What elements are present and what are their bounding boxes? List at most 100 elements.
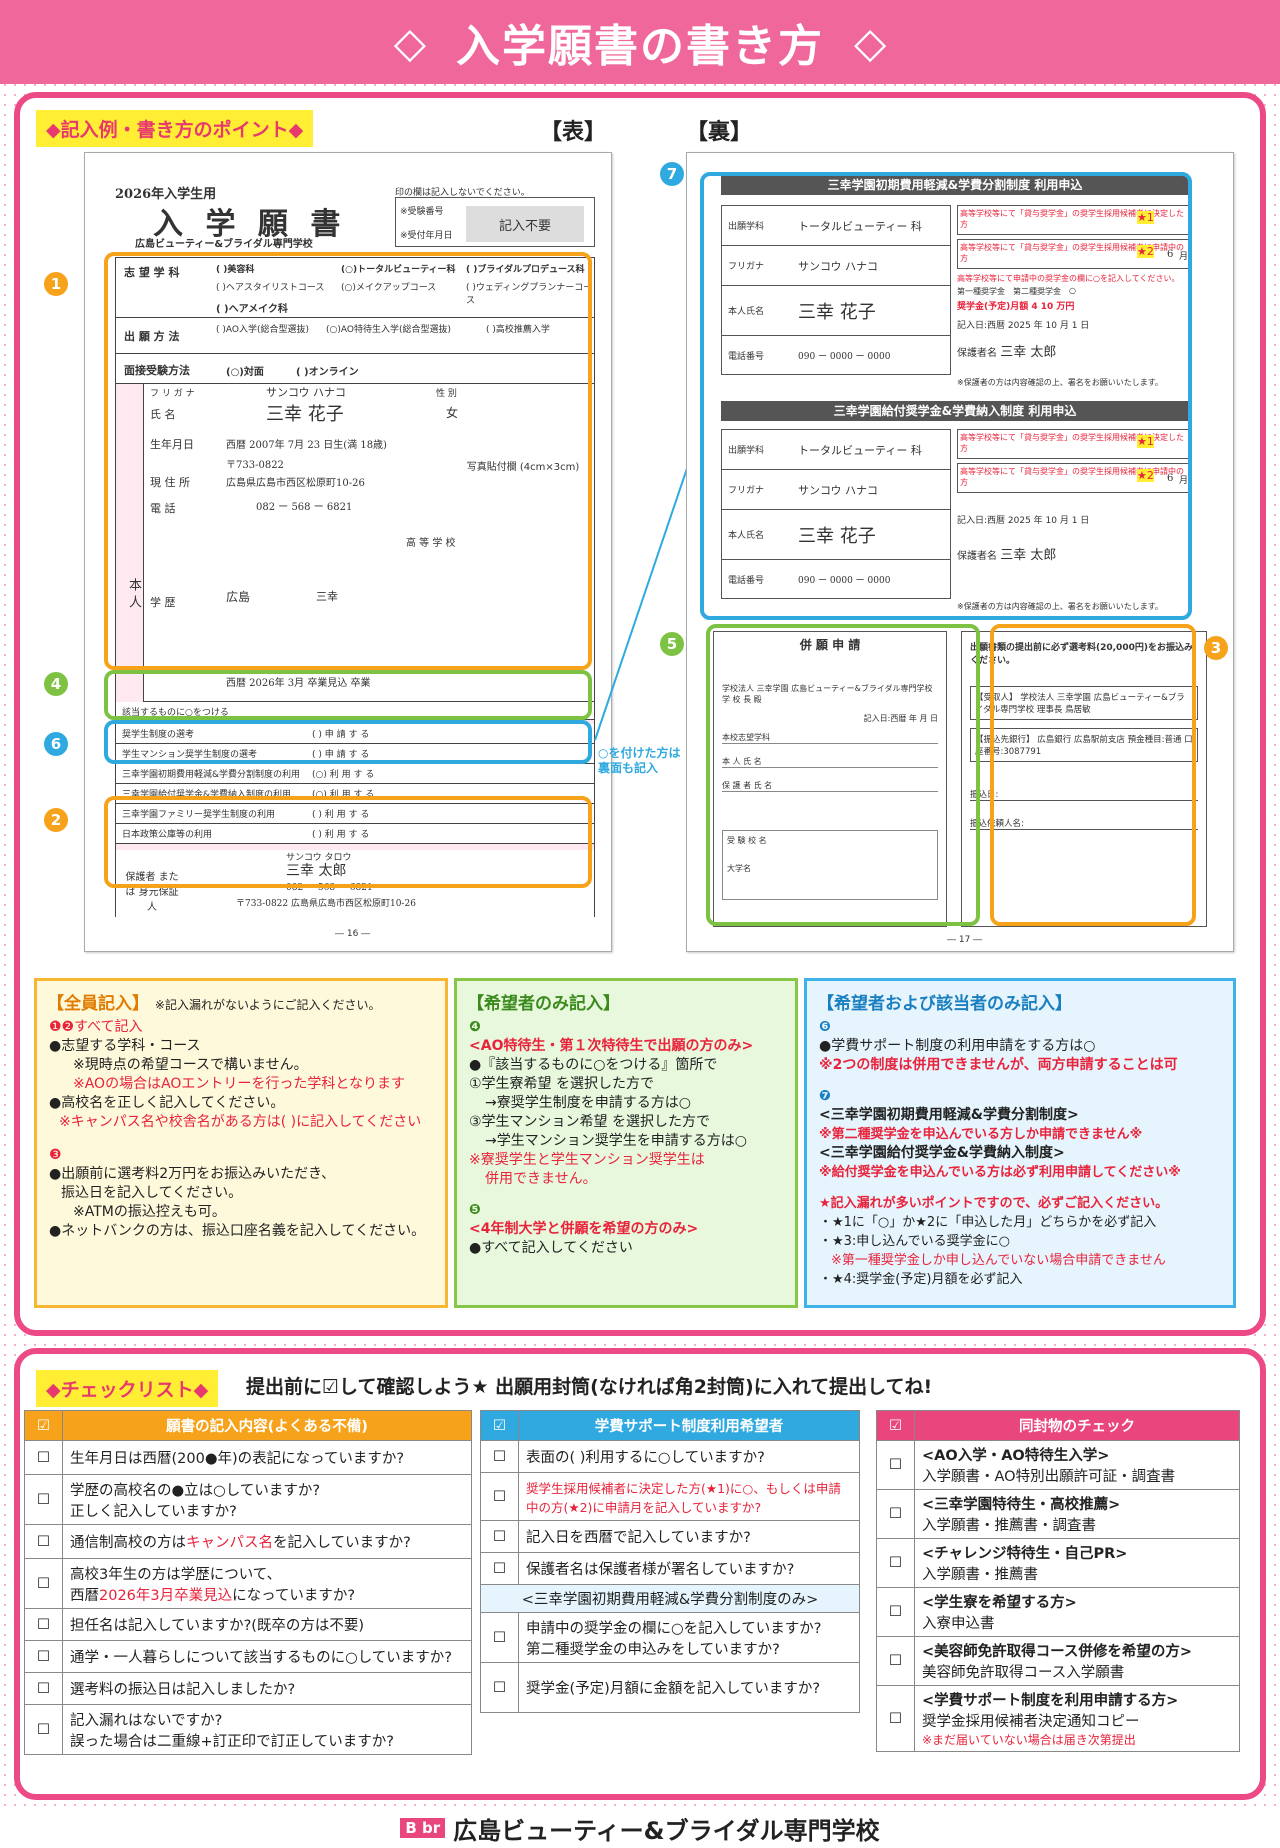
course-a: ( )ヘアスタイリストコース (216, 283, 325, 293)
box-all-l7: 振込日を記入してください。 (61, 1185, 243, 1201)
box-all-l9: ●ネットバンクの方は、振込口座名義を記入してください。 (49, 1223, 426, 1239)
school-logo: B br (400, 1818, 446, 1838)
loan-amount: 奨学金(予定)月額 4 10 万円 (957, 302, 1075, 312)
checkbox[interactable]: ☐ (876, 1489, 915, 1539)
checkbox[interactable]: ☐ (24, 1704, 63, 1755)
address-value: 広島県広島市西区松原町10-26 (226, 478, 365, 489)
checklist-table-1: ☑願書の記入内容(よくある不備) ☐生年月日は西暦(200●年)の表記になってい… (24, 1410, 472, 1755)
box-optional-l2: ●『該当するものに○をつける』箇所で (469, 1057, 718, 1073)
exam-fee-name: 振込依頼人名: (970, 817, 1198, 830)
check-item-title: <学費サポート制度を利用申請する方> (922, 1693, 1179, 1709)
checkbox[interactable]: ☐ (876, 1636, 915, 1686)
interview-option-1: (○)対面 (226, 367, 264, 378)
checkbox[interactable]: ☐ (24, 1672, 63, 1705)
exam-fee-date: 振込日: (970, 788, 1198, 801)
front-label: 【表】 (540, 120, 607, 145)
footer-school-name: 広島ビューティー&ブライダル専門学校 (453, 1816, 880, 1845)
marker-2: 2 (44, 808, 68, 832)
option-initial-cost-value: (○) 利 用 す る (312, 770, 375, 780)
check-head-1: ☑ (24, 1410, 63, 1441)
checkbox[interactable]: ☐ (480, 1552, 519, 1585)
front-page-number: ― 16 ― (335, 929, 371, 939)
option-mansion-value: ( ) 申 請 す る (312, 750, 370, 760)
check-item-line: 記入漏れはないですか? (70, 1712, 223, 1729)
box-optional-l5: ③学生マンション希望 を選択した方で (469, 1114, 710, 1130)
option-dormitory-value: ( ) 申 請 す る (312, 730, 370, 740)
check-item: 担任名は記入していますか?(既卒の方は不要) (62, 1608, 472, 1641)
check-item: 通信制高校の方はキャンパス名を記入していますか? (62, 1524, 472, 1559)
table-2-head: 学費サポート制度利用希望者 (518, 1410, 860, 1441)
course-b: (○)メイクアップコース (341, 283, 437, 293)
back-phone-label: 電話番号 (728, 351, 765, 362)
diamond-icon: ◇ (393, 17, 426, 67)
check-item-line: 入学願書・推薦書 (922, 1567, 1038, 1583)
self-label: 本 人 (116, 384, 144, 702)
check-item: 記入日を西暦で記入していますか? (518, 1520, 860, 1553)
back-kana-value: サンコウ ハナコ (798, 259, 879, 273)
back2-kana-label: フリガナ (728, 486, 765, 496)
back-form: 三幸学園初期費用軽減&学費分割制度 利用申込 出願学科トータルビューティー 科 … (686, 152, 1234, 952)
checklist-table-2: ☑学費サポート制度利用希望者 ☐表面の( )利用するに○していますか? ☐奨学生… (480, 1410, 860, 1713)
box-optional-l7: ※寮奨学生と学生マンション奨学生は (469, 1152, 705, 1168)
check-head-3: ☑ (876, 1410, 915, 1441)
zip-value: 〒733-0822 (226, 460, 284, 471)
receipt-box: ※受験番号 ※受付年月日 記入不要 (395, 197, 595, 247)
check-item: 記入漏れはないですか? 誤った場合は二重線+訂正印で訂正していますか? (62, 1704, 472, 1755)
gender-value: 女 (446, 406, 459, 420)
box-all-sub: ❶❷すべて記入 (49, 1019, 143, 1035)
no-need-box: 記入不要 (466, 206, 584, 242)
check-item: 生年月日は西暦(200●年)の表記になっていますか? (62, 1440, 472, 1475)
check-item-line: 学歴の高校名の●立は○していますか? (70, 1482, 321, 1499)
back-name-value: 三幸 花子 (798, 301, 876, 323)
checkbox[interactable]: ☐ (480, 1472, 519, 1521)
checkbox[interactable]: ☐ (24, 1558, 63, 1609)
checkbox[interactable]: ☐ (480, 1662, 519, 1713)
box-all: 【全員記入】 ※記入漏れがないようにご記入ください。 ❶❷すべて記入 ●志望する… (34, 978, 448, 1308)
check-item-line: 誤った場合は二重線+訂正印で訂正していますか? (70, 1733, 394, 1750)
back-note-1: ※保護者の方は内容確認の上、署名をお願いいたします。 (957, 378, 1163, 387)
checkbox[interactable]: ☐ (876, 1587, 915, 1637)
check-item: <チャレンジ特待生・自己PR>入学願書・推薦書 (914, 1538, 1240, 1588)
checkbox[interactable]: ☐ (480, 1440, 519, 1473)
checkbox[interactable]: ☐ (876, 1685, 915, 1752)
box-applicable-head: 【希望者および該当者のみ記入】 (817, 994, 1072, 1014)
check-item: 奨学生採用候補者に決定した方(★1)に○、もしくは申請中の方(★2)に申請月を記… (518, 1472, 860, 1521)
checkbox[interactable]: ☐ (876, 1538, 915, 1588)
box-applicable-l11: ・★4:奨学金(予定)月額を必ず記入 (819, 1272, 1023, 1287)
option-initial-cost: 三幸学園初期費用軽減&学費分割制度の利用 (122, 770, 301, 780)
checkbox[interactable]: ☐ (24, 1608, 63, 1641)
checkbox[interactable]: ☐ (24, 1474, 63, 1525)
check-item-emph: 2026年3月卒業見込 (99, 1587, 233, 1604)
box-applicable-l1: ●学費サポート制度の利用申請をする方は○ (819, 1038, 1096, 1054)
back-guardian-name: 三幸 太郎 (1000, 345, 1057, 360)
check-head-2: ☑ (480, 1410, 519, 1441)
check-item-title: <美容師免許取得コース併修を希望の方> (922, 1644, 1193, 1660)
option-dormitory: 奨学生制度の選考 (122, 730, 195, 740)
box-all-l5: ※キャンパス名や校舎名がある方は( )に記入してください (59, 1114, 422, 1130)
checkbox[interactable]: ☐ (480, 1520, 519, 1553)
checkbox[interactable]: ☐ (24, 1524, 63, 1559)
box-optional-l1: <AO特待生・第１次特待生で出願の方のみ> (469, 1038, 754, 1054)
back2-dept-label: 出願学科 (728, 446, 765, 456)
form-school: 広島ビューティー&ブライダル専門学校 (135, 239, 313, 250)
interview-label: 面接受験方法 (124, 364, 190, 377)
checkbox[interactable]: ☐ (480, 1612, 519, 1663)
check-item: 高校3年生の方は学歴について、西暦2026年3月卒業見込になっていますか? (62, 1558, 472, 1609)
kana-label: フ リ ガ ナ (150, 389, 195, 399)
option-family-value: ( ) 利 用 す る (312, 810, 370, 820)
box-optional-head: 【希望者のみ記入】 (467, 994, 620, 1014)
checkbox[interactable]: ☐ (876, 1440, 915, 1490)
check-item-text: 通信制高校の方は (70, 1535, 186, 1551)
graduation-value: 西暦 2026年 3月 卒業見込 卒業 (226, 678, 371, 689)
box-applicable-n7: ❼ (819, 1088, 831, 1104)
scholar-2-month-unit: 月 (1179, 476, 1189, 486)
back-label: 【裏】 (686, 120, 753, 145)
check-item-text: になっていますか? (232, 1587, 356, 1604)
back2-date: 記入日:西暦 2025 年 10 月 1 日 (957, 516, 1090, 526)
checkbox[interactable]: ☐ (24, 1640, 63, 1673)
checkbox[interactable]: ☐ (24, 1440, 63, 1475)
check-item-line: 第二種奨学金の申込みをしていますか? (526, 1641, 780, 1658)
check-item-note: ※まだ届いていない場合は届き次第提出 (922, 1733, 1136, 1747)
back-date: 記入日:西暦 2025 年 10 月 1 日 (957, 321, 1090, 331)
scholar-3: 高等学校等にて申請中の奨学金の欄に○を記入してください。 (957, 274, 1180, 283)
